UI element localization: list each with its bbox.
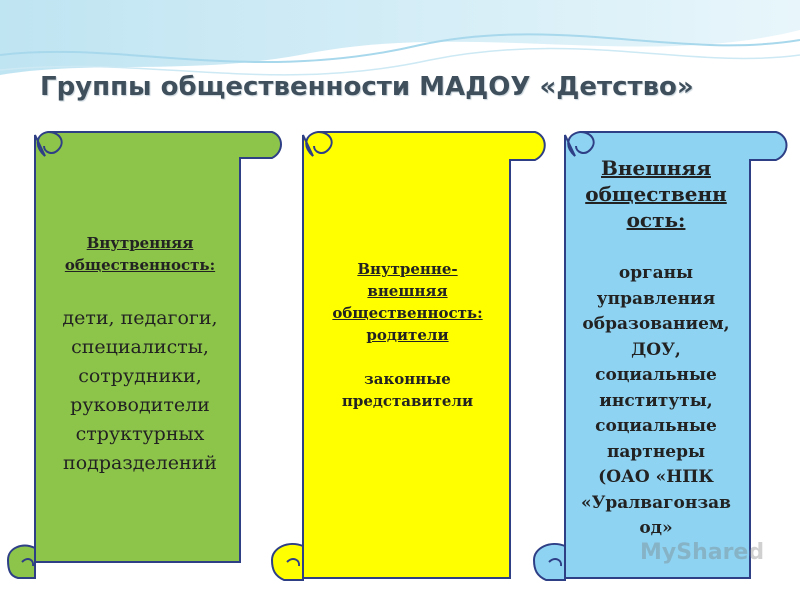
scroll-blue-body: органы управления образованием, ДОУ, соц… — [570, 261, 742, 542]
scroll-blue-body-line: органы — [618, 263, 694, 283]
scroll-blue-body-line: управления — [596, 288, 716, 309]
scroll-green-header: Внутренняя общественность: — [64, 234, 216, 274]
scroll-blue-body-line: «Уралвагонзав — [580, 492, 731, 513]
scroll-blue-body-line: (ОАО «НПК — [598, 467, 714, 487]
watermark: MyShared — [640, 540, 765, 565]
scroll-blue-body-line: партнеры — [606, 441, 706, 462]
scroll-blue-body-line: од» — [639, 518, 673, 538]
scroll-blue-body-line: образованием, — [582, 314, 730, 334]
scroll-yellow-body-line: представители — [341, 392, 474, 410]
scroll-yellow-header-line: общественность: — [332, 304, 483, 322]
scroll-yellow-text: Внутренне- внешняя общественность: родит… — [305, 258, 510, 412]
scroll-blue-body-line: социальные — [595, 416, 717, 436]
scroll-yellow-header: Внутренне- внешняя общественность: родит… — [305, 258, 510, 346]
scroll-blue-header-line: Внешняя — [601, 156, 711, 180]
scroll-yellow-body-line: законные — [364, 370, 451, 388]
scroll-yellow-header-line: родители — [366, 326, 449, 344]
slide-title: Группы общественности МАДОУ «Детство» — [40, 72, 694, 102]
scroll-blue-header: Внешняя общественн ость: — [570, 155, 742, 233]
scroll-blue-text: Внешняя общественн ость: органы управлен… — [570, 155, 742, 542]
scroll-yellow-body: законные представители — [305, 368, 510, 412]
scroll-blue-body-line: институты, — [599, 390, 713, 411]
scroll-green-text: Внутренняя общественность: дети, педагог… — [40, 232, 240, 478]
scroll-blue-body-line: ДОУ, — [631, 339, 681, 360]
scroll-green-body: дети, педагоги, специалисты, сотрудники,… — [62, 307, 218, 474]
scroll-blue-header-line: общественн — [585, 182, 727, 206]
scroll-yellow-header-line: внешняя — [367, 282, 448, 300]
scroll-blue — [532, 131, 788, 581]
scroll-yellow-header-line: Внутренне- — [357, 260, 458, 278]
scroll-blue-body-line: социальные — [595, 365, 717, 385]
scroll-green — [6, 131, 282, 579]
background-wave — [0, 0, 800, 120]
scroll-blue-header-line: ость: — [626, 208, 686, 232]
scroll-yellow — [270, 131, 546, 581]
